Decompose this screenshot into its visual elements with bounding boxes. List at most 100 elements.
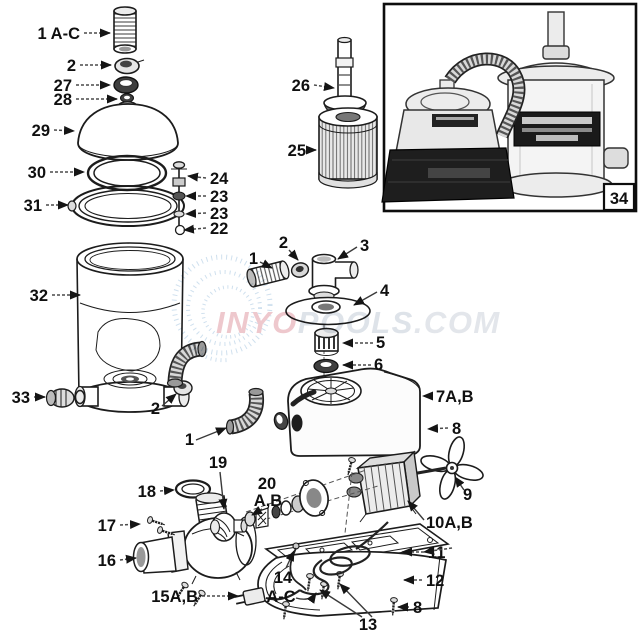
- clamp-part-31: [67, 185, 185, 227]
- inset-hose: [444, 52, 526, 139]
- callout-20-ab: A,B: [254, 492, 283, 510]
- callout-3: 3: [360, 237, 369, 255]
- inset-figure-number: 34: [610, 190, 629, 208]
- oring-part-30: [86, 154, 168, 192]
- callout-14: 14: [274, 569, 293, 587]
- callout-1-bottom: 1: [185, 431, 194, 449]
- ring-part-27: [113, 76, 139, 94]
- leader-26: [313, 82, 335, 91]
- leader-13a: [319, 589, 363, 618]
- callout-2-tank: 2: [151, 400, 160, 418]
- callout-9: 9: [463, 486, 472, 504]
- motor-part-10ab: [346, 450, 447, 523]
- cartridge-assembly: [318, 36, 378, 189]
- leader-22: [183, 224, 207, 234]
- callout-18: 18: [138, 483, 156, 501]
- callout-8a: 8: [452, 420, 461, 438]
- leader-14-ac: [295, 592, 317, 604]
- leader-29: [53, 126, 75, 135]
- leader-14: [285, 550, 295, 569]
- gasket-part-18: [174, 479, 212, 499]
- callout-23b: 23: [210, 205, 228, 223]
- seal-parts-20ab: [244, 479, 329, 529]
- callout-13: 13: [359, 616, 377, 633]
- callout-30: 30: [28, 164, 46, 182]
- oring-part-28: [120, 93, 134, 103]
- elbow-part-3: [308, 253, 359, 301]
- callout-15ab: 15A,B: [151, 588, 198, 606]
- callout-1-middle: 1: [249, 250, 258, 268]
- callout-22: 22: [210, 220, 228, 238]
- callout-4: 4: [380, 282, 390, 300]
- nut-part-2-middle: [290, 262, 310, 278]
- callout-26: 26: [292, 77, 310, 95]
- standpipe-part-26: [323, 36, 367, 118]
- leader-9: [454, 476, 465, 491]
- callout-31: 31: [24, 197, 42, 215]
- callout-7ab: 7A,B: [436, 388, 474, 406]
- callout-25: 25: [288, 142, 306, 160]
- callout-5: 5: [376, 334, 385, 352]
- leader-2-tank: [161, 393, 177, 407]
- callouts: 1 A-C 2 27 28 29 30 31 24 23 23 22 32 33…: [12, 25, 474, 633]
- watermark-swirl-icon: [171, 254, 273, 363]
- leader-16: [119, 554, 137, 564]
- plate-part-4: [285, 296, 371, 326]
- hose-part-1-middle: [246, 260, 290, 288]
- drain-plug-part-33: [45, 388, 86, 408]
- watermark-text: INYOPOOLS.COM: [216, 305, 501, 340]
- callout-17: 17: [98, 517, 116, 535]
- callout-12: 12: [426, 572, 444, 590]
- leader-8a: [427, 424, 449, 433]
- leader-23b: [185, 209, 207, 218]
- lid-assembly: [45, 6, 207, 413]
- lid-part-29: [77, 101, 179, 161]
- elbow-hose-tank: [166, 340, 207, 388]
- leader-20: [251, 505, 263, 516]
- cord-part-15ab: [234, 521, 389, 606]
- leader-2-middle: [287, 249, 299, 261]
- leader-17: [119, 520, 141, 529]
- callout-33: 33: [12, 389, 30, 407]
- callout-8b: 8: [413, 599, 422, 617]
- callout-23a: 23: [210, 188, 228, 206]
- elbow-hose-part-1-bottom: [225, 387, 289, 435]
- callout-16: 16: [98, 552, 116, 570]
- callout-6: 6: [374, 356, 383, 374]
- impeller-part-19: [209, 512, 248, 542]
- callout-27: 27: [54, 77, 72, 95]
- watermark: INYOPOOLS.COM: [171, 254, 501, 363]
- cartridge-part-25: [318, 107, 378, 189]
- callout-24: 24: [210, 170, 229, 188]
- callout-10ab: 10A,B: [426, 514, 473, 532]
- inlet-elbow-assembly: [225, 253, 371, 435]
- leader-24: [187, 172, 207, 182]
- screws-part-17: [145, 514, 177, 540]
- callout-2-top: 2: [67, 57, 76, 75]
- callout-1ac: 1 A-C: [38, 25, 81, 43]
- leader-19: [218, 471, 228, 510]
- callout-32: 32: [30, 287, 48, 305]
- inset-label-box: 34: [602, 182, 636, 212]
- callout-2-middle: 2: [279, 234, 288, 252]
- housing-part-7ab: [287, 367, 421, 478]
- leader-1-bottom: [195, 427, 227, 441]
- callout-19: 19: [209, 454, 227, 472]
- fitting-part-5: [314, 327, 339, 356]
- leader-4: [353, 291, 378, 306]
- callout-29: 29: [32, 122, 50, 140]
- leader-1-middle: [259, 259, 273, 269]
- hose-part-1ac: [113, 6, 137, 54]
- nut-part-6: [313, 358, 339, 374]
- leader-18: [159, 486, 175, 496]
- inset-photo: 34: [381, 2, 638, 213]
- callout-11: 11: [428, 544, 445, 562]
- fan-part-9: [420, 436, 484, 500]
- nut-part-2-top: [114, 57, 145, 75]
- leader-13b: [339, 583, 373, 618]
- callout-28: 28: [54, 91, 72, 109]
- callout-20: 20: [258, 475, 276, 493]
- inset-pump: [381, 79, 515, 203]
- relief-valve-parts-22-24: [171, 161, 187, 236]
